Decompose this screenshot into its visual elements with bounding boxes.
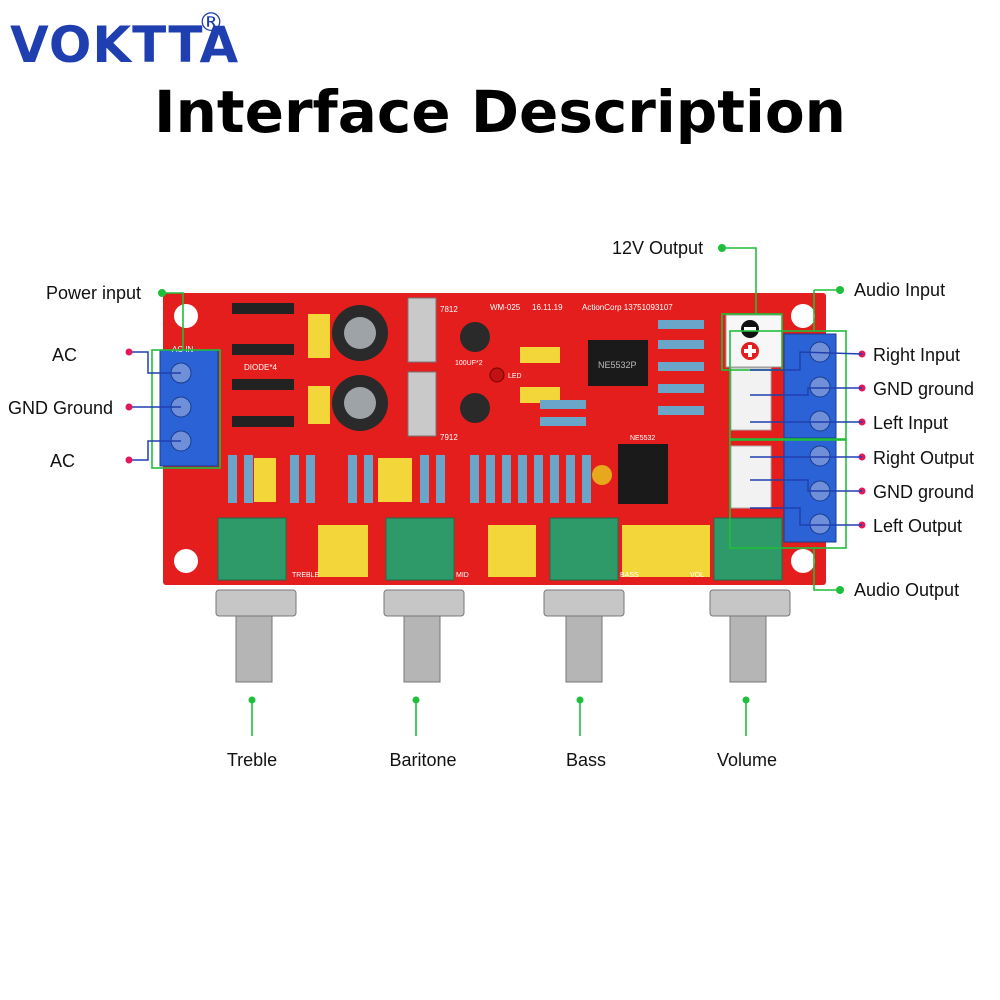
label-gnd-ground-out: GND ground	[873, 482, 975, 502]
film-capacitor	[308, 386, 330, 424]
diode	[232, 416, 294, 427]
resistor-array	[228, 455, 591, 503]
label-gnd-ground-left: GND Ground	[8, 398, 114, 418]
label-gnd-ground-in: GND ground	[873, 379, 975, 399]
treble-pot[interactable]	[215, 517, 297, 683]
silk-cap: 100UF*2	[455, 360, 483, 367]
silk-vol: VOL	[690, 572, 704, 579]
terminal-screw	[809, 445, 831, 467]
silk-treble: TREBLE	[292, 572, 320, 579]
film-capacitor	[520, 387, 560, 403]
output-connector	[730, 445, 772, 509]
label-bass: Bass	[565, 750, 607, 770]
silk-7812: 7812	[440, 305, 458, 314]
label-right-input: Right Input	[873, 345, 961, 365]
volume-pot[interactable]	[709, 517, 791, 683]
label-baritone: Baritone	[389, 750, 457, 770]
callout-lines-green	[151, 247, 847, 736]
led	[489, 367, 505, 383]
label-audio-output: Audio Output	[854, 580, 960, 600]
voltage-regulator	[407, 371, 437, 437]
film-capacitor	[520, 347, 560, 363]
label-power-input: Power input	[46, 283, 142, 303]
mounting-hole	[174, 549, 198, 573]
film-capacitor	[308, 314, 330, 358]
diode	[232, 379, 294, 390]
label-volume: Volume	[716, 750, 778, 770]
label-left-input: Left Input	[873, 413, 949, 433]
silk-mid: MID	[456, 572, 469, 579]
voltage-regulator	[407, 297, 437, 363]
mounting-hole	[174, 304, 198, 328]
baritone-pot[interactable]	[383, 517, 465, 683]
silk-bass: BASS	[620, 572, 639, 579]
film-capacitors	[254, 458, 710, 577]
plus-icon	[748, 345, 752, 357]
mounting-hole	[791, 549, 815, 573]
label-left-output: Left Output	[873, 516, 963, 536]
silk-diode: DIODE*4	[244, 363, 277, 372]
electrolytic-capacitor	[460, 393, 490, 423]
label-right-output: Right Output	[873, 448, 975, 468]
terminal-screw	[809, 376, 831, 398]
silk-date: 16.11.19	[532, 303, 563, 312]
page-title: Interface Description	[154, 78, 846, 146]
terminal-screw	[809, 513, 831, 535]
brand-logo: VOKTTA	[10, 16, 240, 74]
resistor-array	[540, 320, 704, 426]
ceramic-capacitor	[592, 465, 612, 485]
input-connector	[730, 367, 772, 431]
silk-maker: ActionCorp 13751093107	[582, 303, 673, 312]
chip-label: NE5532P	[598, 360, 637, 370]
terminal-screw	[809, 410, 831, 432]
bass-pot[interactable]	[543, 517, 625, 683]
callout-lines-right	[750, 351, 863, 526]
minus-icon	[744, 327, 756, 331]
silk-model: WM-025	[490, 303, 521, 312]
electrolytic-capacitor	[344, 387, 376, 419]
diode	[232, 344, 294, 355]
silk-ne5532: NE5532	[630, 435, 655, 442]
label-treble: Treble	[226, 750, 278, 770]
label-audio-input: Audio Input	[854, 280, 946, 300]
registered-mark: ®	[198, 8, 224, 38]
diode	[232, 303, 294, 314]
label-12v-output: 12V Output	[612, 238, 704, 258]
label-ac-top: AC	[52, 345, 78, 365]
mounting-hole	[791, 304, 815, 328]
electrolytic-capacitor	[460, 322, 490, 352]
callout-lines-left	[129, 351, 181, 461]
label-ac-bottom: AC	[50, 451, 76, 471]
silk-led: LED	[508, 373, 522, 380]
opamp-chip	[618, 444, 668, 504]
opamp-chip	[588, 340, 648, 386]
silk-7912: 7912	[440, 433, 458, 442]
electrolytic-capacitor	[344, 317, 376, 349]
